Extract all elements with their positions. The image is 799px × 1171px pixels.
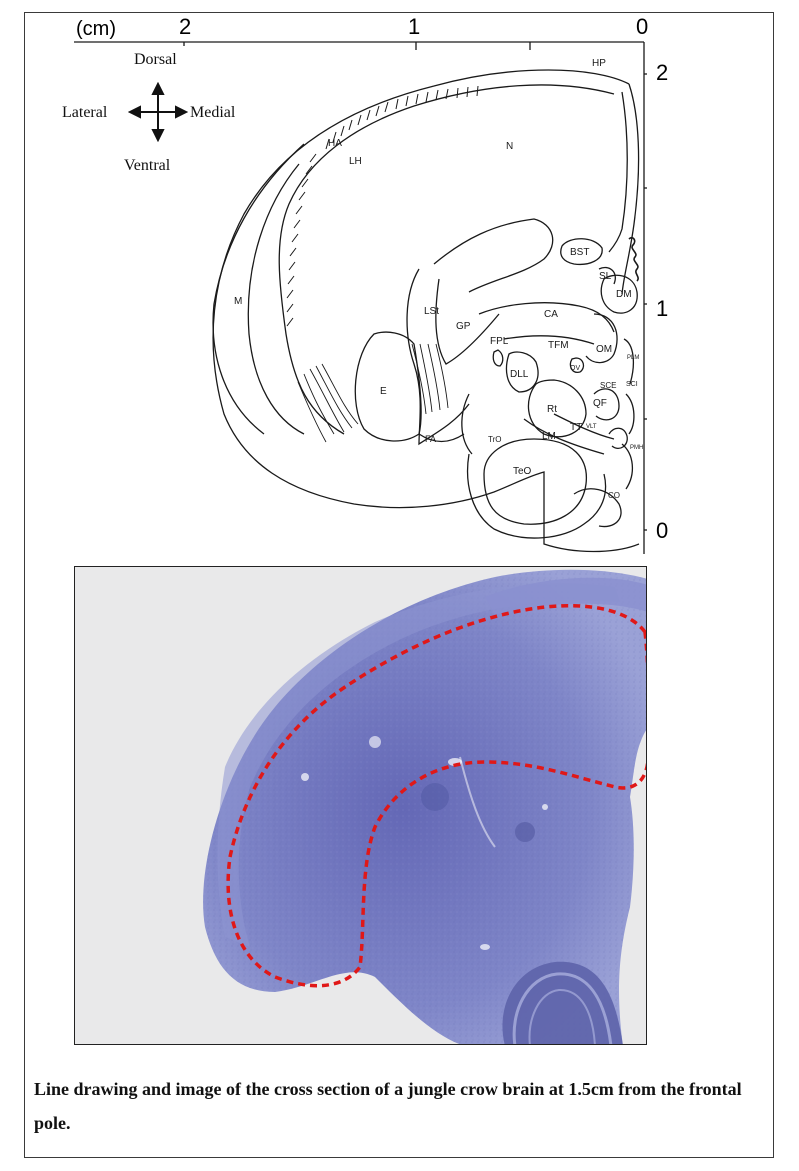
striatum-upper: [434, 219, 553, 292]
vessel: [542, 804, 548, 810]
label-GP: GP: [456, 321, 471, 332]
label-TFM: TFM: [548, 340, 569, 351]
fiber-bundles: [298, 344, 448, 442]
tt-tract: [554, 414, 614, 439]
label-CA: CA: [544, 309, 558, 320]
entopallium-outline: [355, 332, 421, 441]
label-TT: TT: [570, 422, 582, 433]
vessel: [301, 773, 309, 781]
right-tick-2: 2: [656, 60, 668, 86]
lamina-hatch: [287, 86, 478, 326]
label-DM: DM: [616, 289, 632, 300]
label-TeO: TeO: [513, 466, 532, 477]
label-HP: HP: [592, 58, 606, 69]
label-FA: FA: [425, 434, 436, 444]
label-Rt: Rt: [547, 404, 557, 415]
om-structure: [586, 314, 617, 363]
label-TrO: TrO: [488, 435, 501, 444]
label-LH: LH: [349, 156, 362, 167]
orientation-cross-arrows-icon: [128, 82, 188, 142]
orientation-dorsal: Dorsal: [134, 51, 177, 69]
figure-caption: Line drawing and image of the cross sect…: [34, 1072, 764, 1140]
right-tick-1: 1: [656, 296, 668, 322]
sci-strip: [626, 394, 634, 434]
label-PMH: PMH: [630, 445, 643, 451]
tro-structure: [462, 394, 472, 454]
label-QF: QF: [593, 398, 607, 409]
label-LM: LM: [542, 431, 556, 442]
label-FPL: FPL: [490, 336, 509, 347]
label-N: N: [506, 141, 513, 152]
label-SL: SL: [599, 271, 612, 282]
label-LSt: LSt: [424, 306, 439, 317]
nissl-stained-section: [75, 567, 647, 1045]
dark-nucleus: [421, 783, 449, 811]
mesopallium-inner: [248, 164, 304, 434]
label-SCI: SCI: [626, 381, 638, 388]
label-HA: HA: [328, 138, 342, 149]
label-SCE: SCE: [600, 381, 616, 390]
gp-marker: [493, 350, 503, 366]
label-BST: BST: [570, 247, 589, 258]
orientation-ventral: Ventral: [124, 157, 170, 175]
label-OM: OM: [596, 344, 612, 355]
dark-nucleus: [515, 822, 535, 842]
label-VLT: VLT: [586, 424, 597, 430]
tectum-outline: [484, 439, 586, 524]
vessel: [480, 944, 490, 950]
label-M: M: [234, 296, 242, 307]
label-DLL: DLL: [510, 369, 529, 380]
label-OV: OV: [570, 365, 580, 372]
label-E: E: [380, 386, 387, 397]
vessel: [369, 736, 381, 748]
label-CO: CO: [608, 491, 620, 500]
label-PLM: PLM: [627, 355, 639, 361]
mesopallium-boundary: [213, 144, 304, 434]
orientation-lateral: Lateral: [62, 104, 107, 122]
stained-section-photo: [74, 566, 647, 1045]
right-tick-0: 0: [656, 518, 668, 544]
orientation-medial: Medial: [190, 104, 235, 122]
lateral-ventricle-line: [609, 92, 627, 252]
plm-strip: [624, 339, 633, 384]
